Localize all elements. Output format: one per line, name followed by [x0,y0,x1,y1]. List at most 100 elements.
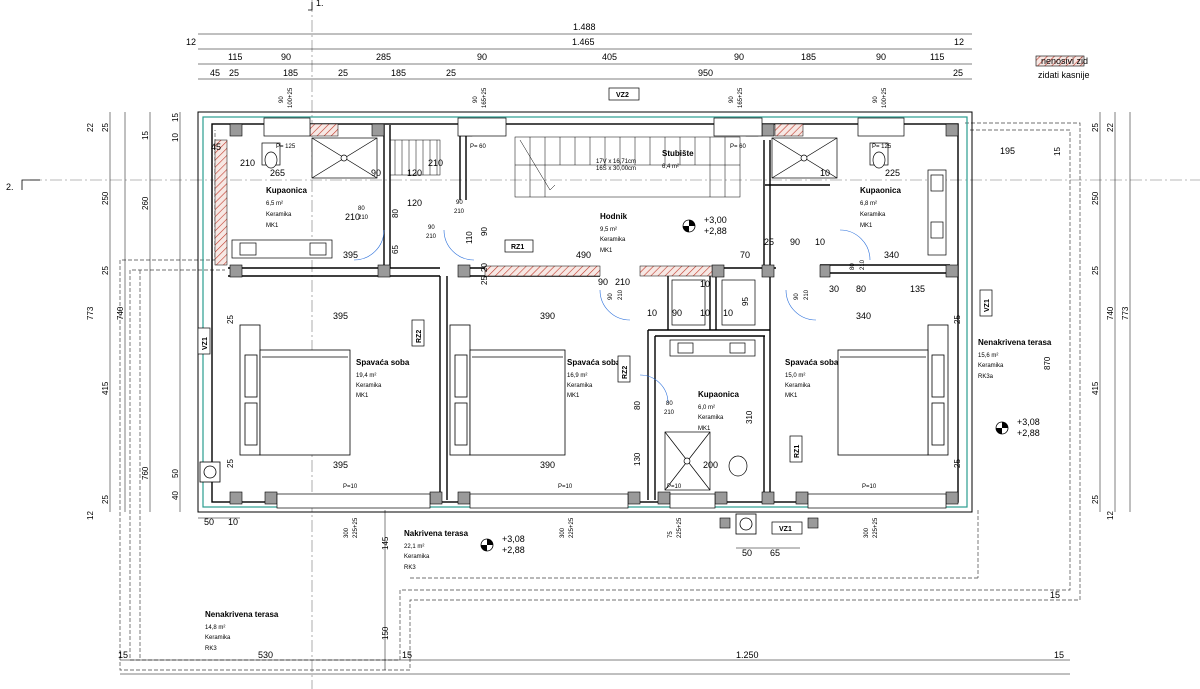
dim-top-r3-5: 90 [734,52,744,62]
room-terrace-east: Nenakrivena terasa 15,6 m² Keramika RK3a [978,338,1052,380]
left-dimension-lines [109,112,181,512]
room-name: Nenakrivena terasa [205,610,279,619]
dim-int-31: 10 [700,308,710,318]
dim-right-3: 15 [1053,147,1062,156]
room-hallway: Hodnik 9,5 m² Keramika MK1 [600,212,628,254]
win-bot-0: 300 [344,527,350,538]
win-bot-5: 225+25 [677,517,683,538]
dim-left-7: 260 [141,196,150,210]
dim-top-r4-2: 185 [283,68,298,78]
level-marker-hallway: +3,00 +2,88 [682,215,727,236]
dim-int-9: 90 [790,237,800,247]
dim-left-14: 12 [86,511,95,520]
room-name: Kupaonica [266,186,307,195]
door-6-h: 210 [454,209,465,215]
level-markers: +3,00 +2,88 +3,08 +2,88 +3,08 +2,88 [480,215,1040,555]
dim-left-0: 22 [86,123,95,132]
top-dimension-labels: 1.488 12 1.465 12 115 90 285 90 405 90 1… [186,22,964,78]
dim-int-27: 20 [480,263,489,272]
room-name: Nakrivena terasa [404,529,469,538]
dim-int-26: 25 [480,276,489,285]
section-mark-2: 2. [6,182,14,192]
room-code: MK1 [567,393,580,399]
bathroom-fixtures [231,137,947,491]
window-labels-top: 90 100+25 90 165+25 90 165+25 90 100+25 [279,87,888,108]
dim-left-3: 10 [171,133,180,142]
right-dimension-labels: 22 25 195 15 250 25 773 740 415 870 25 1… [1000,123,1130,520]
dim-left-4: 15 [171,113,180,122]
room-name: Hodnik [600,212,628,221]
bed-room-1 [239,324,351,456]
room-labels: Kupaonica 6,5 m² Keramika MK1 Stubište 6… [205,149,1052,652]
right-dimension-lines [1099,112,1131,512]
dim-int-35: 130 [633,452,642,466]
room-name: Kupaonica [698,390,739,399]
dim-int-17: 225 [885,168,900,178]
dim-right-5: 25 [1091,266,1100,275]
door-0-w: 80 [358,206,365,212]
legend: nenosivi zid zidati kasnije [1035,55,1090,80]
dim-top-r4-3: 25 [338,68,348,78]
dim-top-r2-2: 12 [954,37,964,47]
room-bathroom-1: Kupaonica 6,5 m² Keramika MK1 [266,186,307,229]
tag-rz2-b: RZ2 [622,366,629,379]
room-floor: Keramika [205,635,231,641]
dim-bottom-8: 15 [1054,650,1064,660]
dim-int-21: 90 [598,277,608,287]
dim-right-11: 12 [1106,511,1115,520]
room-area: 6,5 m² [266,201,283,207]
parapet-2: P= 60 [730,144,747,150]
bed-room-2 [449,324,566,456]
room-area: 15,6 m² [978,353,998,359]
door-2-h: 210 [618,289,624,300]
room-area: 6,4 m² [662,164,679,170]
room-code: MK1 [698,426,711,432]
tag-vz2: VZ2 [616,92,629,99]
room-code: RK3 [404,565,416,571]
legend-line-2: zidati kasnije [1038,70,1090,80]
dim-int-28: 25 [764,237,774,247]
dim-int-34: 310 [745,410,754,424]
door-3-w: 80 [666,401,673,407]
parapet-0: P= 125 [276,144,296,150]
dim-left-6: 250 [101,191,110,205]
dim-int-24: 90 [480,227,489,236]
room-terrace-covered: Nakrivena terasa 22,1 m² Keramika RK3 [404,529,469,571]
win-top-0: 90 [279,96,285,103]
dim-left-11: 760 [141,466,150,480]
dim-right-6: 773 [1121,306,1130,320]
dim-left-2: 15 [141,131,150,140]
dim-top-r3-0: 115 [228,52,242,62]
dim-int-15: 265 [270,168,285,178]
door-5-w: 80 [850,263,856,270]
dim-right-8: 415 [1091,381,1100,395]
door-swings [353,229,871,404]
dim-bottom-1: 10 [228,517,238,527]
room-floor: Keramika [356,383,382,389]
room-floor: Keramika [567,383,593,389]
dim-right-1: 25 [1091,123,1100,132]
room-floor: Keramika [404,554,430,560]
dim-int-39: 90 [371,168,381,178]
dim-left-13: 40 [171,491,180,500]
room-code: RK3a [978,374,994,380]
door-1-w: 90 [428,225,435,231]
room-name: Spavaća soba [356,358,410,367]
dim-int-6: 395 [343,250,358,260]
dim-int-11: 340 [884,250,899,260]
dim-int-23: 110 [465,231,474,244]
dim-int-43: 25 [226,459,235,468]
parapet-4: P=10 [343,484,358,490]
legend-line-1: nenosivi zid [1041,56,1088,66]
dim-top-r3-6: 185 [801,52,816,62]
win-top-1: 100+25 [288,87,294,108]
win-top-2: 90 [473,96,479,103]
dim-bottom-5: 15 [402,650,412,660]
room-area: 14,8 m² [205,625,225,631]
door-1-h: 210 [426,234,437,240]
dim-bottom-6: 530 [258,650,273,660]
door-6-w: 90 [456,200,463,206]
dim-top-r4-0: 45 [210,68,220,78]
dim-int-13: 80 [856,284,866,294]
